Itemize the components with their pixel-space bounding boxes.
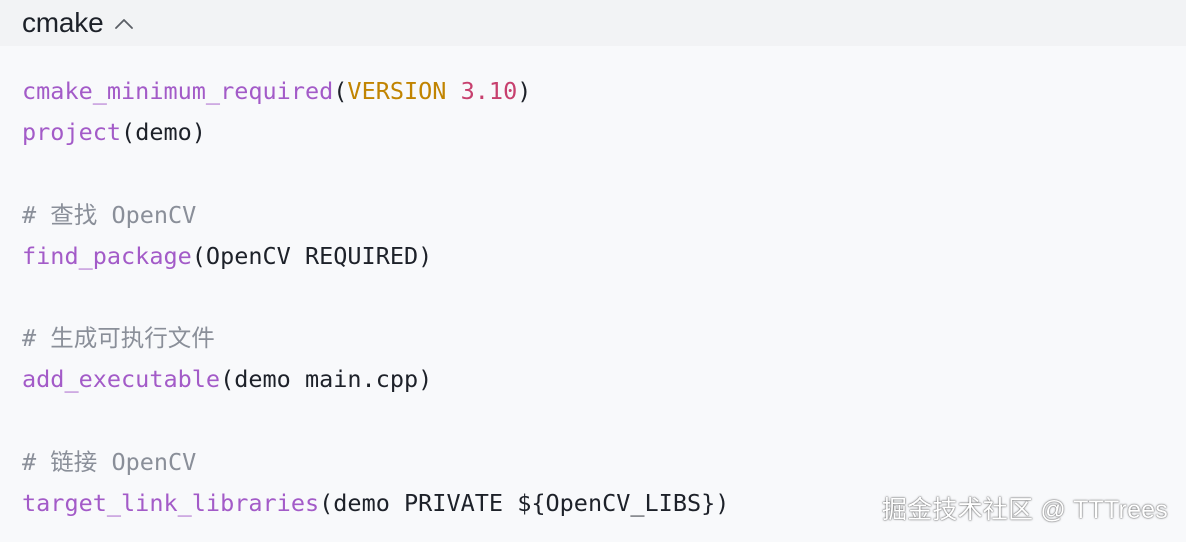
language-label: cmake xyxy=(22,7,104,38)
function-name: add_executable xyxy=(22,365,221,394)
code-text: (OpenCV REQUIRED) xyxy=(191,241,433,270)
code-block-header: cmake xyxy=(0,0,1186,46)
code-text: ( xyxy=(333,77,348,105)
code-text: (demo PRIVATE ${OpenCV_LIBS}) xyxy=(319,488,730,517)
code-line xyxy=(22,401,1186,442)
code-line: # 链接 OpenCV xyxy=(22,442,1186,483)
watermark: 掘金技术社区 @ TTTrees xyxy=(882,496,1168,524)
code-text xyxy=(446,77,460,105)
comment: OpenCV xyxy=(97,200,197,229)
comment: # xyxy=(22,200,51,229)
comment: 链接 xyxy=(50,447,98,476)
code-line xyxy=(22,153,1186,194)
comment: 生成可执行文件 xyxy=(50,324,215,353)
code-line: find_package(OpenCV REQUIRED) xyxy=(22,236,1186,277)
number-literal: 3.10 xyxy=(460,77,518,105)
code-line: cmake_minimum_required(VERSION 3.10) xyxy=(22,71,1186,112)
comment: # xyxy=(22,447,51,476)
code-line: project(demo) xyxy=(22,112,1186,153)
comment: 查找 xyxy=(50,200,98,229)
comment: # xyxy=(22,324,51,353)
code-line xyxy=(22,277,1186,318)
function-name: target_link_libraries xyxy=(22,488,320,517)
comment: OpenCV xyxy=(97,447,197,476)
code-line: add_executable(demo main.cpp) xyxy=(22,359,1186,400)
function-name: cmake_minimum_required xyxy=(22,77,334,105)
chevron-up-icon[interactable] xyxy=(113,12,135,34)
code-text: (demo main.cpp) xyxy=(220,365,433,394)
code-text: ) xyxy=(517,77,532,105)
code-content[interactable]: cmake_minimum_required(VERSION 3.10)proj… xyxy=(22,71,1186,542)
keyword: VERSION xyxy=(347,77,447,105)
code-line: # 查找 OpenCV xyxy=(22,195,1186,236)
function-name: project xyxy=(22,118,122,147)
code-line: # 生成可执行文件 xyxy=(22,318,1186,359)
code-text: (demo) xyxy=(121,118,206,147)
code-line: target_link_libraries(demo PRIVATE ${Ope… xyxy=(22,483,1186,524)
function-name: find_package xyxy=(22,241,192,270)
